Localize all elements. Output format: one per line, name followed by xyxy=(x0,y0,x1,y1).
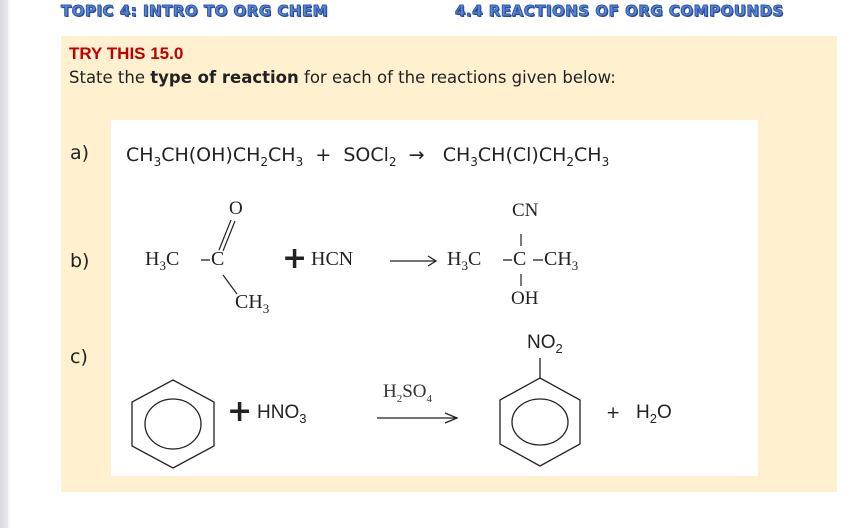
arrow-icon xyxy=(377,412,459,424)
bond-line xyxy=(201,259,210,261)
exercise-instruction: State the type of reaction for each of t… xyxy=(69,68,616,87)
acetone-carbonyl-carbon: C xyxy=(211,248,225,270)
reactant-a1: CH3CH(OH)CH2CH3 xyxy=(126,144,304,169)
topic-title: TOPIC 4: INTRO TO ORG CHEM xyxy=(60,2,329,21)
water: H2O xyxy=(636,402,672,426)
product-left-group: H3C xyxy=(447,248,482,273)
benzene-ring-icon xyxy=(131,379,215,469)
product-a: CH3CH(Cl)CH2CH3 xyxy=(442,144,610,169)
bond-line xyxy=(533,259,543,261)
nitrobenzene-ring-icon xyxy=(499,358,581,467)
instruction-bold: type of reaction xyxy=(150,68,299,87)
acetone-oxygen: O xyxy=(229,198,243,219)
try-this-panel: TRY THIS 15.0 State the type of reaction… xyxy=(61,36,837,492)
hcn: HCN xyxy=(311,248,354,270)
window-edge xyxy=(0,0,8,528)
acetone-left-group: H3C xyxy=(145,248,180,273)
nitro-group: NO2 xyxy=(527,332,563,356)
instruction-prefix: State the xyxy=(69,68,151,87)
question-c-label: c) xyxy=(70,346,88,368)
product-right-methyl: CH3 xyxy=(544,248,579,273)
double-bond xyxy=(218,219,236,252)
product-cyano-group: CN xyxy=(512,200,539,221)
question-a-label: a) xyxy=(70,142,90,164)
reactant-a2: SOCl2 xyxy=(343,144,397,169)
bond-line xyxy=(222,274,238,295)
reaction-a: CH3CH(OH)CH2CH3 + SOCl2 → CH3CH(Cl)CH2CH… xyxy=(126,144,609,169)
plus-sign: + xyxy=(227,394,253,429)
product-hydroxyl-group: OH xyxy=(511,288,539,309)
nitric-acid: HNO3 xyxy=(257,402,307,426)
subtopic-title: 4.4 REACTIONS OF ORG COMPOUNDS xyxy=(455,2,784,21)
plus-sign: + xyxy=(282,241,308,276)
exercise-title: TRY THIS 15.0 xyxy=(69,44,184,63)
plus-sign: + xyxy=(315,144,332,166)
acetone-methyl: CH3 xyxy=(235,291,270,316)
instruction-suffix: for each of the reactions given below: xyxy=(298,68,616,87)
catalyst-sulfuric-acid: H2SO4 xyxy=(383,381,433,405)
arrow-icon: → xyxy=(408,144,425,166)
product-central-carbon: C xyxy=(513,248,527,270)
arrow-icon xyxy=(390,255,438,267)
plus-sign: + xyxy=(606,403,621,423)
reactions-box xyxy=(111,120,758,476)
bond-line xyxy=(520,234,522,246)
question-b-label: b) xyxy=(70,250,90,272)
bond-line xyxy=(503,259,512,261)
bond-line xyxy=(520,274,522,286)
